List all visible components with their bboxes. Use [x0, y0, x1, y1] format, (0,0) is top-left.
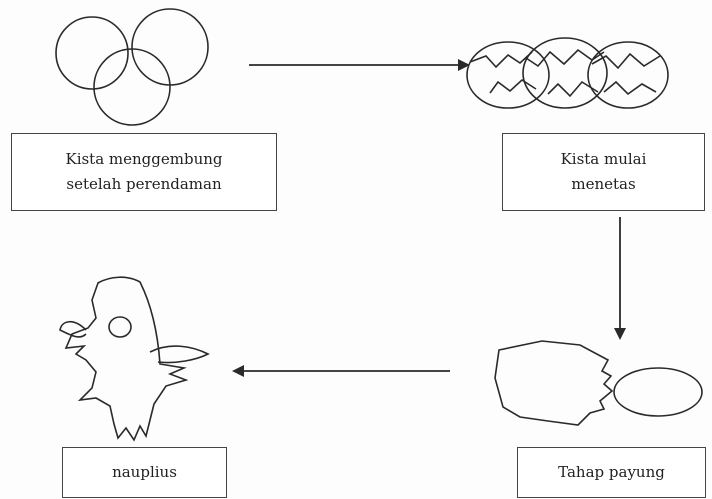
swollen-cysts-illustration [56, 9, 208, 125]
umbrella-stage-illustration [495, 341, 702, 425]
nauplius-body [66, 277, 186, 440]
cyst-circle-right [132, 9, 208, 85]
emerging-embryo-ellipse [614, 368, 702, 416]
nauplius-illustration [60, 277, 208, 440]
umbrella-membrane [495, 341, 612, 425]
nauplius-antenna-left [60, 322, 86, 337]
hatching-cyst-right [588, 42, 668, 108]
cyst-circle-left [56, 17, 128, 89]
hatching-cysts-illustration [467, 38, 668, 108]
crack-line-right-lower [604, 82, 656, 94]
stage-label-hatching: Kista mulai menetas [502, 133, 705, 211]
stage-label-swelling: Kista menggembung setelah perendaman [11, 133, 277, 211]
stage-label-nauplius: nauplius [62, 447, 227, 498]
crack-line-middle-lower [548, 82, 598, 96]
hatching-cyst-middle [523, 38, 607, 108]
crack-line-left [470, 52, 532, 67]
stage-label-umbrella: Tahap payung [517, 447, 706, 498]
nauplius-eye [109, 317, 131, 337]
